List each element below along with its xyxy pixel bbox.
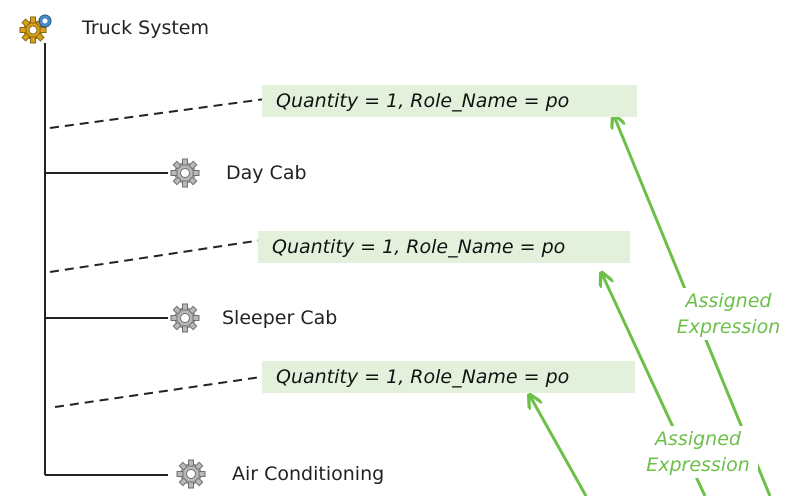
callout-assigned-expression-1: Assigned Expression: [664, 288, 793, 340]
expression-air-conditioning: Quantity = 1, Role_Name = po: [262, 361, 635, 393]
callout-assigned-expression-2: Assigned Expression: [638, 426, 758, 478]
expression-day-cab: Quantity = 1, Role_Name = po: [262, 85, 637, 117]
gear-gray-icon: [176, 459, 206, 489]
node-label-air-conditioning[interactable]: Air Conditioning: [232, 463, 385, 485]
callout-line-2: Expression: [676, 316, 781, 338]
expression-link-2: [49, 239, 263, 273]
gear-gray-icon: [170, 303, 200, 333]
gear-gray-icon: [170, 158, 200, 188]
node-label-day-cab[interactable]: Day Cab: [226, 162, 307, 184]
root-label[interactable]: Truck System: [82, 17, 210, 39]
callout-line-1: Assigned: [655, 428, 741, 450]
arrow-expression-3: [530, 396, 588, 496]
expression-link-3: [54, 375, 269, 408]
expression-link-1: [49, 98, 266, 129]
callout-line-2: Expression: [646, 454, 750, 476]
node-label-sleeper-cab[interactable]: Sleeper Cab: [222, 307, 338, 329]
callout-line-1: Assigned: [685, 290, 772, 312]
gear-gold-icon: [19, 14, 52, 44]
expression-sleeper-cab: Quantity = 1, Role_Name = po: [258, 231, 630, 263]
